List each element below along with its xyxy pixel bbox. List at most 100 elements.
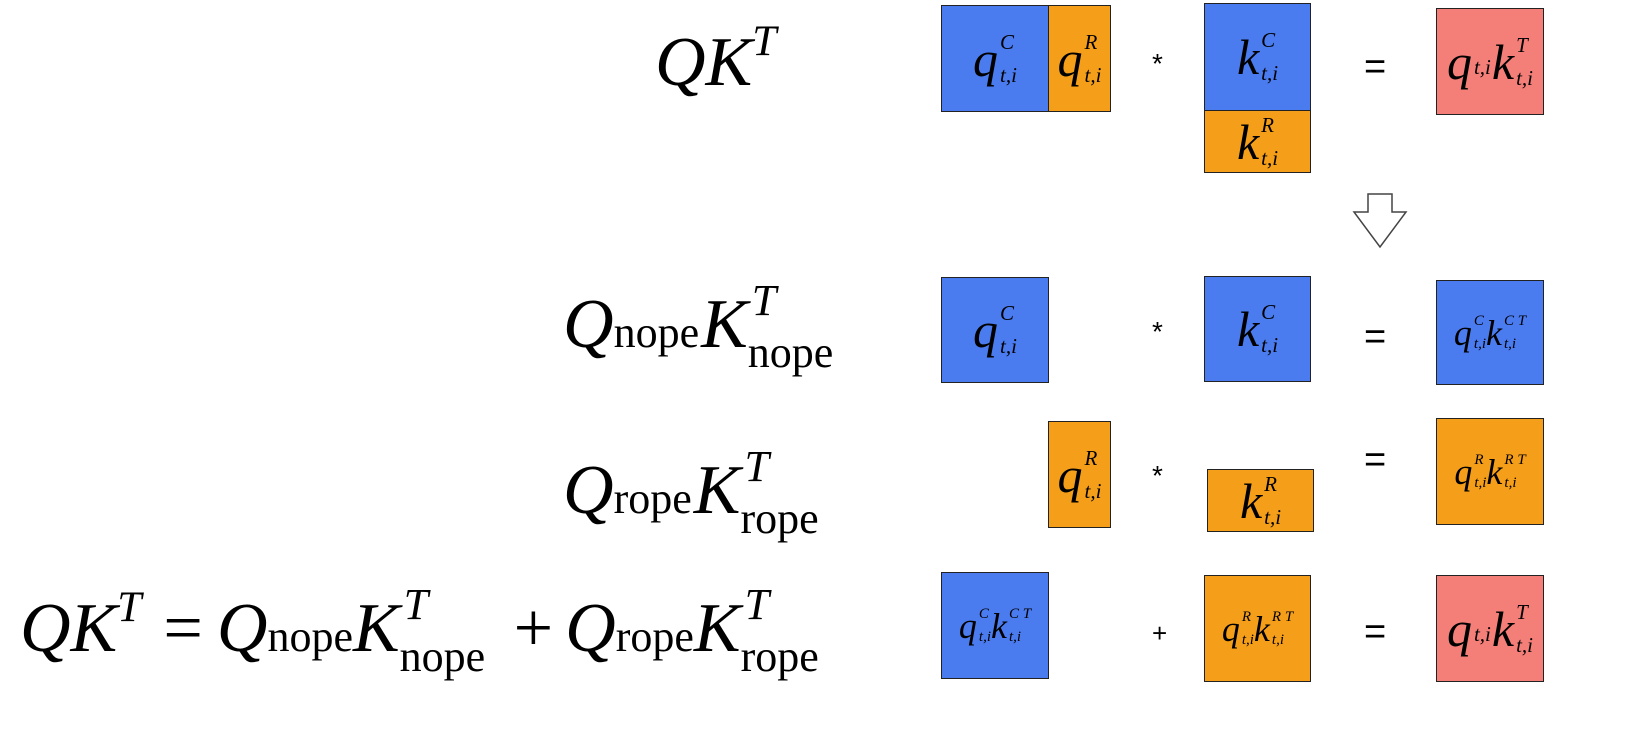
sub: t,i [1008,628,1022,645]
sup: C [1000,29,1015,54]
sup: C [1261,300,1276,324]
k-base: k [1253,608,1270,649]
K: K [701,286,748,363]
row1-label: QKT [655,19,776,98]
row4-equals: = [1364,611,1387,653]
row2-op: * [1152,316,1163,347]
sub: t,i [1271,631,1284,648]
k-subscript: rope [740,494,819,543]
q-base: q [1446,33,1472,90]
sup: C T [1008,605,1032,622]
sub: t,i [1473,55,1491,79]
Q: Q [563,452,614,529]
row1-label-main: QK [655,24,753,101]
k-superscript: T [744,580,770,629]
sub: t,i [1000,334,1017,358]
row4-op: + [1152,618,1168,648]
q-base: q [973,302,999,358]
k-superscript: T [744,442,769,491]
sup: R [1241,608,1251,625]
k-base: k [1491,600,1515,657]
row3-equals: = [1364,439,1387,481]
sub: t,i [1504,474,1517,491]
row2-equals: = [1364,316,1387,358]
k-subscript: rope [740,632,819,681]
K: K [352,590,400,667]
K: K [693,590,741,667]
q-subscript: nope [613,308,700,357]
sub: t,i [1084,62,1102,87]
sub: t,i [1084,478,1102,503]
Q: Q [216,590,268,667]
Q: Q [563,286,614,363]
row1-equals: = [1364,46,1387,88]
q-base: q [973,30,999,87]
lhs-superscript: T [117,583,142,631]
sup: T [1516,32,1528,57]
q-base: q [1057,446,1083,503]
sub: t,i [1261,61,1279,85]
q-base: q [1454,451,1473,492]
K: K [693,452,741,529]
k-base: k [1491,33,1515,90]
sub: t,i [1261,333,1279,357]
sup: R T [1504,451,1526,468]
k-base: k [1236,29,1260,85]
k-base: k [1236,301,1260,357]
k-base: k [1239,472,1263,529]
row1-op: * [1152,48,1163,79]
sub: t,i [1264,504,1282,529]
q-base: q [1221,608,1240,649]
sub: t,i [1000,62,1017,87]
sub: t,i [1503,335,1517,352]
q-base: q [1446,600,1472,657]
down-arrow-outline-icon [1352,193,1408,249]
q-base: q [1057,30,1083,87]
row1-label-sup: T [752,17,777,65]
sup: C [1473,312,1484,329]
k-superscript: T [751,276,777,325]
equals-sign: = [163,590,203,667]
q-subscript: rope [613,474,692,523]
k-base: k [1486,312,1502,353]
lhs: QK [20,590,118,667]
k-subscript: nope [399,632,486,681]
q-subscript: rope [615,612,694,661]
Q: Q [565,590,616,667]
k-base: k [1236,113,1260,170]
sup: R [1084,445,1098,470]
sup: T [1516,599,1528,624]
sub: t,i [1474,474,1487,491]
k-superscript: T [403,580,429,629]
sub: t,i [1261,145,1279,170]
sup: C [1261,28,1276,52]
sub: t,i [1516,632,1534,657]
sub: t,i [1473,335,1486,352]
sup: R [1261,112,1274,137]
k-subscript: nope [747,328,834,377]
sup: R [1264,471,1277,496]
q-base: q [1453,312,1472,353]
sub: t,i [1473,622,1491,646]
sup: C [1000,301,1015,325]
plus-sign: + [513,590,554,667]
q-base: q [958,605,977,646]
sub: t,i [1241,631,1254,648]
q-subscript: nope [267,612,353,661]
k-base: k [991,605,1007,646]
sup: C T [1503,312,1527,329]
